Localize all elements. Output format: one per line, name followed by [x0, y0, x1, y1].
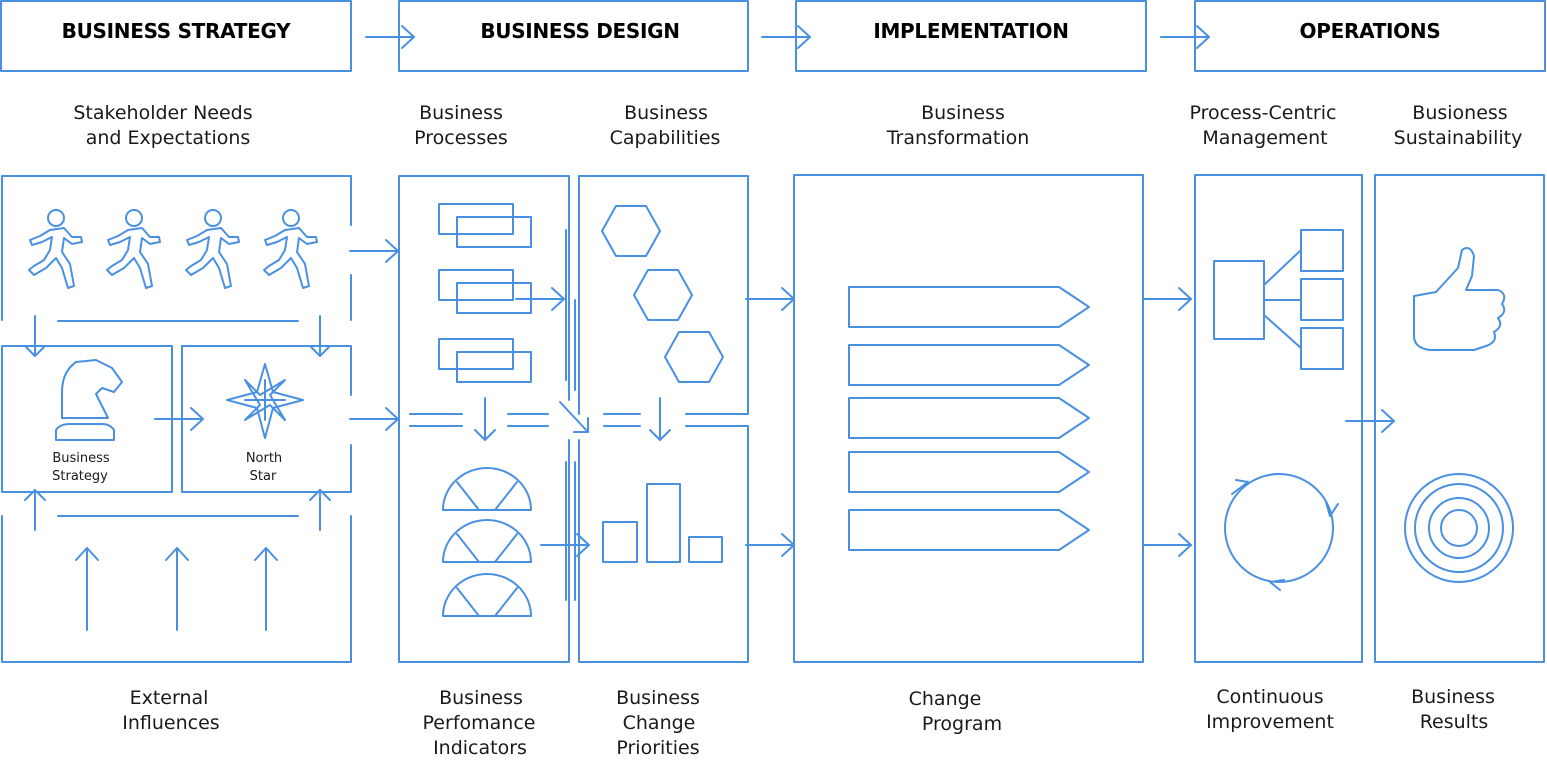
label-kpi-2: Perfomance — [423, 712, 536, 734]
stage-header-implementation: IMPLEMENTATION — [795, 0, 1147, 72]
gauge-icon — [442, 467, 532, 511]
label-process-mgmt-1: Process-Centric — [1190, 102, 1337, 124]
label-business-strategy-2: Strategy — [52, 469, 108, 484]
flow-connector — [409, 413, 641, 427]
operations-results-panel — [1374, 174, 1545, 663]
flow-arrow-icon — [349, 407, 399, 431]
bar-chart-icon — [602, 483, 723, 563]
label-kpi-3: Indicators — [433, 737, 527, 759]
flow-connector — [565, 229, 576, 601]
label-business-strategy-1: Business — [52, 451, 110, 466]
label-external-1: External — [130, 687, 209, 709]
arrow-banner-icon — [848, 509, 1090, 551]
flow-arrow-icon — [745, 533, 795, 557]
gauge-icon — [442, 519, 532, 563]
label-change-program-2: Program — [922, 713, 1002, 735]
label-sustainability-2: Sustainability — [1394, 127, 1523, 149]
label-north-star-1: North — [246, 451, 282, 466]
label-results-2: Results — [1420, 711, 1489, 733]
stage-header-operations: OPERATIONS — [1194, 0, 1546, 72]
implementation-panel — [793, 174, 1144, 663]
flow-arrow-icon — [24, 489, 331, 531]
flow-arrow-icon — [474, 397, 671, 441]
stage-title: BUSINESS DESIGN — [480, 19, 679, 43]
label-capabilities-1: Business — [624, 102, 708, 124]
label-priorities-3: Priorities — [616, 737, 699, 759]
hexagon-icon — [664, 331, 724, 383]
label-process-mgmt-2: Management — [1202, 127, 1327, 149]
label-change-program-1: Change — [909, 688, 982, 710]
label-processes-1: Business — [419, 102, 503, 124]
flow-arrow-icon — [1345, 409, 1395, 433]
flow-arrow-icon — [1142, 287, 1192, 311]
running-person-icon — [263, 209, 318, 289]
process-box-icon — [438, 203, 532, 248]
flow-arrow-icon — [515, 287, 565, 311]
hexagon-icon — [601, 205, 661, 257]
running-person-icon — [106, 209, 161, 289]
hexagon-icon — [633, 269, 693, 321]
cycle-icon — [1224, 473, 1339, 591]
label-results-1: Business — [1411, 686, 1495, 708]
flow-arrow-icon — [1142, 533, 1192, 557]
label-processes-2: Processes — [414, 127, 508, 149]
flow-arrow-icon — [24, 315, 331, 357]
label-north-star-2: Star — [250, 469, 277, 484]
flow-arrow-icon — [1160, 25, 1210, 49]
running-person-icon — [28, 209, 83, 289]
label-stakeholder-2: and Expectations — [86, 127, 251, 149]
flow-arrow-icon — [75, 547, 278, 631]
design-processes-panel — [398, 175, 570, 663]
gauge-icon — [442, 573, 532, 617]
label-priorities-2: Change — [623, 712, 696, 734]
stage-header-design: BUSINESS DESIGN — [398, 0, 749, 72]
target-icon — [1404, 473, 1514, 583]
stage-title: OPERATIONS — [1300, 19, 1441, 43]
process-box-icon — [438, 338, 532, 383]
flow-arrow-icon — [154, 407, 204, 431]
label-sustainability-1: Busioness — [1412, 102, 1507, 124]
flow-arrow-icon — [745, 287, 795, 311]
label-improvement-2: Improvement — [1206, 711, 1334, 733]
label-priorities-1: Business — [616, 687, 700, 709]
label-kpi-1: Business — [439, 687, 523, 709]
thumbs-up-icon — [1413, 247, 1506, 351]
design-capabilities-panel — [578, 175, 749, 663]
chess-knight-icon — [55, 359, 123, 441]
running-person-icon — [185, 209, 240, 289]
label-external-2: Influences — [122, 712, 219, 734]
flow-arrow-icon — [761, 25, 811, 49]
arrow-banner-icon — [848, 344, 1090, 386]
stage-title: IMPLEMENTATION — [873, 19, 1068, 43]
arrow-banner-icon — [848, 451, 1090, 493]
arrow-banner-icon — [848, 286, 1090, 328]
label-improvement-1: Continuous — [1216, 686, 1323, 708]
label-stakeholder-1: Stakeholder Needs — [73, 102, 252, 124]
org-chart-icon — [1213, 229, 1344, 370]
arrow-banner-icon — [848, 397, 1090, 439]
process-box-icon — [438, 269, 532, 314]
stage-title: BUSINESS STRATEGY — [62, 19, 291, 43]
compass-star-icon — [226, 363, 304, 439]
operations-process-panel — [1194, 174, 1363, 663]
flow-arrow-icon — [349, 239, 399, 263]
label-capabilities-2: Capabilities — [610, 127, 721, 149]
stage-header-strategy: BUSINESS STRATEGY — [0, 0, 352, 72]
flow-arrow-icon — [365, 25, 415, 49]
label-transformation-1: Business — [921, 102, 1005, 124]
label-transformation-2: Transformation — [886, 127, 1030, 149]
